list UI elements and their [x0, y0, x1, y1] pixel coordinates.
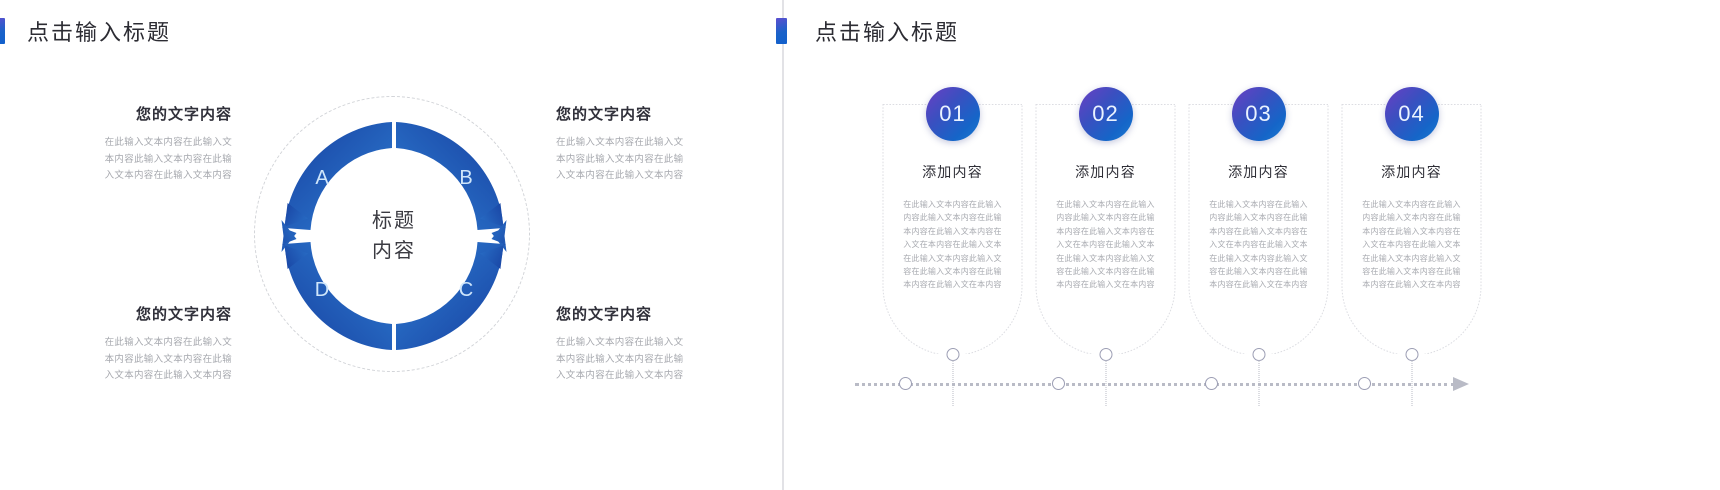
text-block-title: 您的文字内容: [135, 106, 232, 123]
card-shield-outline-icon: [1188, 104, 1329, 354]
card-number: 03: [1245, 101, 1272, 126]
card-shield-outline-icon: [1035, 104, 1176, 354]
text-block-bottom-right: 您的文字内容 在此输入文本内容在此输入文 本内容此输入文本内容在此输 入文本内容…: [556, 303, 766, 385]
text-block-line: 本内容此输入文本内容在此输: [104, 153, 232, 165]
cycle-segment-label: C: [459, 279, 473, 301]
card-body-line: 入文在本内容在此输入文本: [903, 240, 1002, 250]
card-body-line: 本内容在此输入文在本内容: [903, 280, 1002, 290]
card-number: 02: [1092, 101, 1119, 126]
card-title: 添加内容: [1228, 164, 1289, 180]
card-body-line: 在此输入文本内容此输入文: [1209, 253, 1308, 263]
card-body-line: 本内容在此输入文在本内容: [1056, 280, 1155, 290]
text-block-line: 在此输入文本内容在此输入文: [104, 337, 232, 348]
card-shield-outline-icon: [882, 104, 1023, 354]
timeline-node-icon: [1052, 377, 1065, 390]
card-number: 04: [1398, 101, 1425, 126]
timeline-node-icon: [1205, 377, 1218, 390]
card-number: 01: [939, 101, 966, 126]
card-title: 添加内容: [1381, 164, 1442, 180]
card-number-badge[interactable]: 02: [1078, 87, 1133, 141]
card-body-line: 在此输入文本内容在此输入: [903, 200, 1002, 209]
card-number-badge[interactable]: 03: [1231, 87, 1286, 141]
card-number-badge[interactable]: 04: [1384, 87, 1439, 141]
card-body-line: 本内容在此输入文本内容在: [1362, 226, 1461, 236]
cycle-segment-label: D: [315, 279, 329, 301]
card-title: 添加内容: [1075, 164, 1136, 180]
card-number-badge[interactable]: 01: [925, 87, 980, 141]
card-body: 在此输入文本内容在此输入 内容此输入文本内容在此输 本内容在此输入文本内容在 入…: [1334, 198, 1489, 292]
timeline-axis: [855, 376, 1480, 392]
timeline-node-icon: [899, 377, 912, 390]
text-block-title: 您的文字内容: [135, 306, 232, 323]
card-body-line: 本内容在此输入文本内容在: [1056, 226, 1155, 236]
text-block-line: 入文本内容在此输入文本内容: [104, 170, 232, 181]
card-body-line: 容在此输入文本内容在此输: [903, 267, 1002, 277]
text-block-top-right: 您的文字内容 在此输入文本内容在此输入文 本内容此输入文本内容在此输 入文本内容…: [556, 103, 766, 185]
card-body-line: 容在此输入文本内容在此输: [1209, 267, 1308, 277]
text-block-line: 入文本内容在此输入文本内容: [556, 370, 684, 381]
card-body-line: 在此输入文本内容在此输入: [1362, 200, 1461, 209]
right-slide-header: 点击输入标题: [776, 15, 959, 47]
header-accent-bar-icon: [776, 18, 787, 44]
card-body-line: 在此输入文本内容此输入文: [1362, 253, 1461, 263]
timeline-dotted-line-icon: [855, 383, 1455, 386]
card-body-line: 在此输入文本内容在此输入: [1209, 200, 1308, 209]
cycle-ring-svg: A B C D: [281, 122, 507, 350]
card-body-line: 本内容在此输入文在本内容: [1362, 280, 1461, 290]
card-body-line: 入文在本内容在此输入文本: [1362, 240, 1461, 250]
page-title: 点击输入标题: [815, 20, 960, 45]
left-slide-header: 点击输入标题: [0, 15, 171, 47]
text-block-bottom-left: 您的文字内容 在此输入文本内容在此输入文 本内容此输入文本内容在此输 入文本内容…: [22, 303, 232, 385]
text-block-line: 本内容此输入文本内容在此输: [556, 153, 684, 165]
cards-row: 01 添加内容 在此输入文本内容在此输入 内容此输入文本内容在此输 本内容在此输…: [802, 87, 1702, 406]
card-body-line: 内容此输入文本内容在此输: [903, 213, 1002, 223]
card-body-line: 内容此输入文本内容在此输: [1056, 213, 1155, 223]
cycle-segment-a[interactable]: A: [281, 122, 393, 252]
card-title: 添加内容: [922, 164, 983, 180]
card-body-line: 容在此输入文本内容在此输: [1362, 267, 1461, 277]
content-card[interactable]: 01 添加内容 在此输入文本内容在此输入 内容此输入文本内容在此输 本内容在此输…: [875, 87, 1030, 406]
timeline-arrow-icon: [1453, 377, 1469, 391]
content-card[interactable]: 03 添加内容 在此输入文本内容在此输入 内容此输入文本内容在此输 本内容在此输…: [1181, 87, 1336, 406]
card-shield-outline-icon: [1341, 104, 1482, 354]
slide-left: 点击输入标题 您的文字内容 在此输入文本内容在此输入文 本内容此输入文本内容在此…: [0, 0, 782, 490]
text-block-line: 在此输入文本内容在此输入文: [556, 137, 684, 148]
text-block-top-left: 您的文字内容 在此输入文本内容在此输入文 本内容此输入文本内容在此输 入文本内容…: [22, 103, 232, 185]
card-body: 在此输入文本内容在此输入 内容此输入文本内容在此输 本内容在此输入文本内容在 入…: [1028, 198, 1183, 292]
card-body-line: 内容此输入文本内容在此输: [1209, 213, 1308, 223]
text-block-line: 本内容此输入文本内容在此输: [556, 353, 684, 365]
content-card[interactable]: 04 添加内容 在此输入文本内容在此输入 内容此输入文本内容在此输 本内容在此输…: [1334, 87, 1489, 406]
card-body-line: 内容此输入文本内容在此输: [1362, 213, 1461, 223]
card-body-line: 在此输入文本内容在此输入: [1056, 200, 1155, 209]
text-block-line: 本内容此输入文本内容在此输: [104, 353, 232, 365]
timeline-node-icon: [1358, 377, 1371, 390]
card-body: 在此输入文本内容在此输入 内容此输入文本内容在此输 本内容在此输入文本内容在 入…: [875, 198, 1030, 292]
text-block-line: 在此输入文本内容在此输入文: [556, 337, 684, 348]
text-block-line: 在此输入文本内容在此输入文: [104, 137, 232, 148]
slide-divider: [782, 0, 784, 490]
cycle-segment-label: A: [315, 167, 329, 189]
card-body-line: 入文在本内容在此输入文本: [1056, 240, 1155, 250]
cycle-segment-b[interactable]: B: [396, 122, 507, 252]
header-accent-bar-icon: [0, 18, 5, 44]
dashed-outer-circle-icon: [254, 96, 530, 372]
cycle-segment-label: B: [459, 167, 472, 189]
card-body: 在此输入文本内容在此输入 内容此输入文本内容在此输 本内容在此输入文本内容在 入…: [1181, 198, 1336, 292]
card-body-line: 本内容在此输入文本内容在: [1209, 226, 1308, 236]
card-body-line: 本内容在此输入文本内容在: [903, 226, 1002, 236]
text-block-line: 入文本内容在此输入文本内容: [556, 170, 684, 181]
cycle-segment-d[interactable]: D: [281, 220, 393, 350]
card-body-line: 在此输入文本内容此输入文: [903, 253, 1002, 263]
card-body-line: 容在此输入文本内容在此输: [1056, 267, 1155, 277]
text-block-title: 您的文字内容: [556, 306, 653, 323]
text-block-line: 入文本内容在此输入文本内容: [104, 370, 232, 381]
card-body-line: 在此输入文本内容此输入文: [1056, 253, 1155, 263]
page-title: 点击输入标题: [27, 20, 172, 45]
card-body-line: 本内容在此输入文在本内容: [1209, 280, 1308, 290]
cycle-segment-c[interactable]: C: [396, 220, 507, 350]
cycle-diagram: A B C D: [248, 90, 540, 390]
card-body-line: 入文在本内容在此输入文本: [1209, 240, 1308, 250]
text-block-title: 您的文字内容: [556, 106, 653, 123]
content-card[interactable]: 02 添加内容 在此输入文本内容在此输入 内容此输入文本内容在此输 本内容在此输…: [1028, 87, 1183, 406]
